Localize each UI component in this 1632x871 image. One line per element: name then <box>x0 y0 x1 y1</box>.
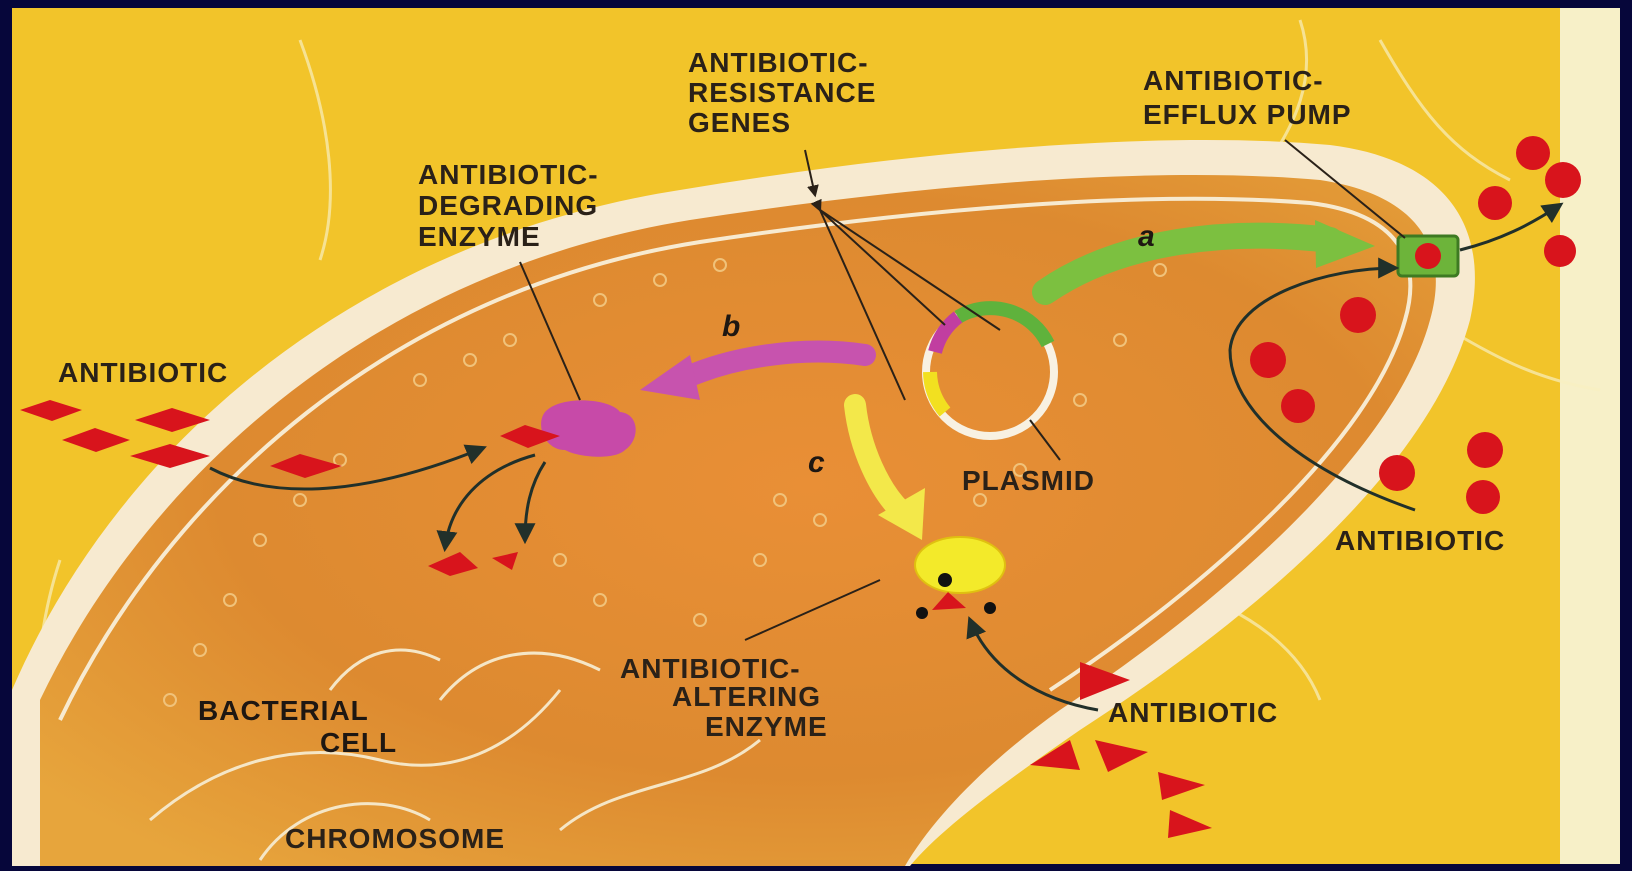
label-plasmid: PLASMID <box>962 465 1095 496</box>
label-path-a: a <box>1138 220 1156 253</box>
label-chromosome: CHROMOSOME <box>285 823 505 854</box>
modifier-dot-1 <box>916 607 928 619</box>
label-antibiotic-bottom: ANTIBIOTIC <box>1108 697 1278 728</box>
label-antibiotic-left: ANTIBIOTIC <box>58 357 228 388</box>
altering-enzyme <box>915 537 1005 593</box>
label-antibiotic-right: ANTIBIOTIC <box>1335 525 1505 556</box>
label-path-b: b <box>722 310 741 343</box>
label-path-c: c <box>808 446 826 479</box>
enzyme-dot <box>938 573 952 587</box>
right-edge-highlight <box>1560 8 1620 864</box>
modifier-dot-2 <box>984 602 996 614</box>
pump-antibiotic <box>1415 243 1441 269</box>
